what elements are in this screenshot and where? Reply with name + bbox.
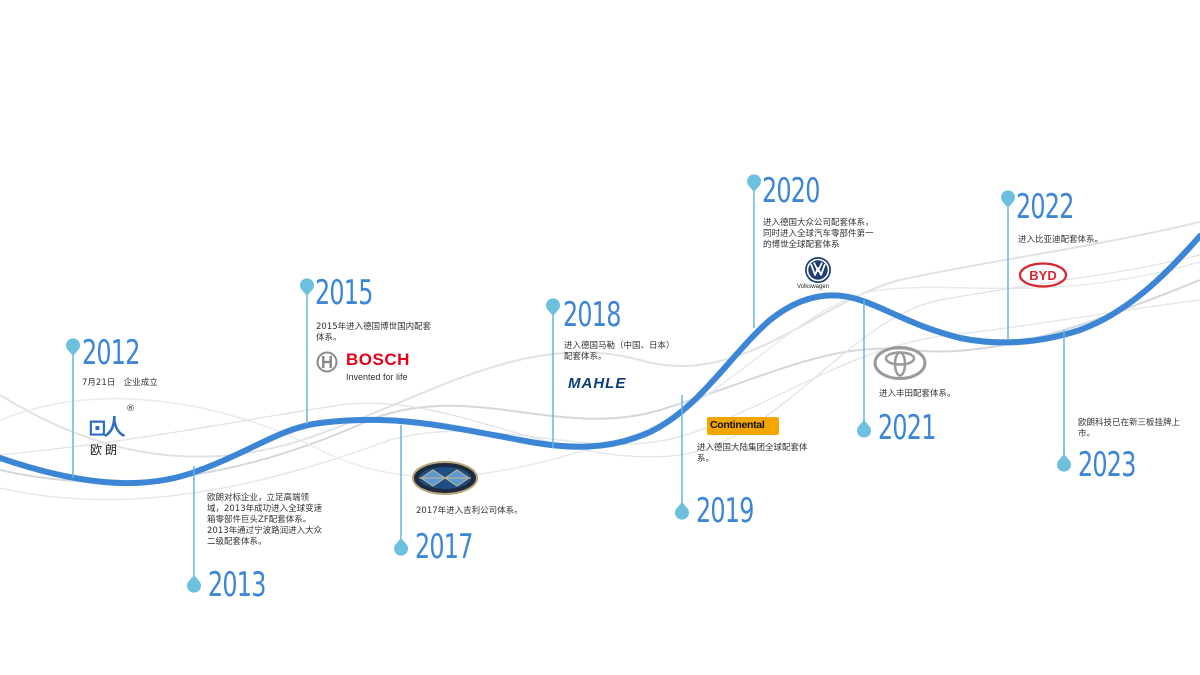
milestone-text: 进入丰田配套体系。 — [879, 389, 956, 399]
milestone-text: 2017年进入吉利公司体系。 — [416, 506, 523, 516]
year-label: 2019 — [696, 491, 754, 531]
geely-logo — [412, 460, 478, 496]
milestone-text: 进入比亚迪配套体系。 — [1018, 235, 1104, 245]
year-label: 2020 — [762, 171, 820, 211]
bosch-logo: BOSCH Invented for life — [316, 350, 426, 386]
pin-2017 — [394, 538, 409, 556]
milestone-text: 2015年进入德国博世国内配套体系。 — [316, 322, 432, 343]
bosch-tagline: Invented for life — [346, 372, 408, 382]
stems — [72, 186, 1065, 580]
bosch-armature-icon — [316, 351, 338, 373]
byd-emblem-icon: BYD — [1018, 262, 1068, 288]
pin-2022 — [1000, 190, 1015, 208]
oulang-logo: ⊡人 ® 欧朗 — [86, 404, 142, 458]
pin-2023 — [1057, 454, 1071, 472]
wave-line — [0, 221, 1200, 458]
oulang-mark: ⊡人 — [88, 416, 125, 441]
continental-name: Continental — [710, 419, 765, 431]
year-label: 2018 — [563, 295, 621, 335]
byd-name: BYD — [1029, 268, 1056, 283]
year-label: 2013 — [208, 565, 266, 605]
bosch-name: BOSCH — [346, 350, 410, 369]
wave-line — [0, 254, 1200, 458]
milestone-text: 欧朗科技已在新三板挂牌上市。 — [1078, 418, 1181, 439]
pin-2019 — [675, 502, 689, 520]
toyota-logo — [873, 346, 927, 380]
milestone-text: 进入德国马勒（中国、日本）配套体系。 — [564, 341, 675, 362]
toyota-emblem-icon — [873, 346, 927, 380]
vw-emblem-icon — [805, 257, 831, 283]
pin-2018 — [545, 298, 560, 316]
pin-2015 — [300, 278, 314, 296]
vw-name: Volkswagen — [797, 284, 830, 290]
oulang-name: 欧朗 — [90, 443, 121, 457]
year-label: 2015 — [315, 273, 373, 313]
registered-mark: ® — [126, 404, 135, 414]
milestone-text: 进入德国大众公司配套体系，同时进入全球汽车零部件第一的博世全球配套体系 — [763, 218, 874, 250]
milestone-text: 欧朗对标企业，立足高端领域，2013年成功进入全球变速箱零部件巨头ZF配套体系。… — [207, 493, 323, 547]
wave-line — [0, 279, 1200, 483]
main-timeline — [0, 233, 1200, 487]
year-label: 2021 — [878, 408, 936, 448]
mahle-logo: MAHLE — [568, 375, 627, 392]
year-label: 2023 — [1078, 445, 1136, 485]
milestone-text: 7月21日 企业成立 — [82, 378, 158, 388]
geely-emblem-icon — [412, 461, 478, 495]
continental-logo: Continental — [707, 417, 779, 435]
year-label: 2012 — [82, 333, 140, 373]
volkswagen-logo: Volkswagen — [795, 256, 841, 292]
pin-2020 — [747, 174, 761, 192]
year-label: 2017 — [415, 527, 473, 567]
byd-logo: BYD — [1018, 262, 1068, 288]
pin-2012 — [66, 338, 80, 356]
milestone-text: 进入德国大陆集团全球配套体系。 — [697, 443, 808, 464]
pin-2021 — [857, 420, 871, 438]
year-label: 2022 — [1016, 187, 1074, 227]
pin-2013 — [187, 575, 201, 593]
